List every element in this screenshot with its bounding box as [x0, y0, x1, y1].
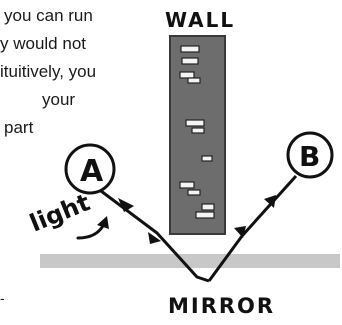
point-a-label: A [80, 154, 104, 189]
mirror [40, 254, 340, 268]
mirror-label: MIRROR [168, 294, 275, 318]
light-label: light [26, 188, 94, 237]
wall [170, 36, 225, 234]
light-pointer-arrow [78, 224, 104, 238]
wall-label: WALL [165, 8, 235, 32]
point-b-label: B [299, 140, 320, 173]
